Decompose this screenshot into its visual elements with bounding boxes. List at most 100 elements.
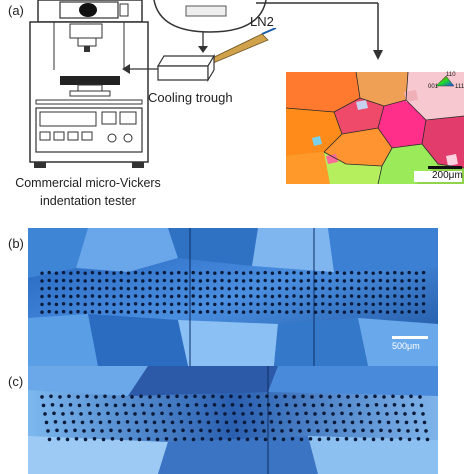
- indent-mark: [355, 394, 359, 399]
- indent-mark: [378, 309, 383, 314]
- indent-mark: [191, 270, 195, 275]
- indent-mark: [306, 309, 311, 314]
- indent-mark: [206, 420, 211, 425]
- indent-mark: [101, 437, 106, 442]
- indent-mark: [260, 420, 265, 425]
- indent-mark: [400, 287, 404, 291]
- indent-mark: [83, 437, 88, 442]
- indent-mark: [357, 287, 361, 291]
- indent-mark: [349, 302, 354, 306]
- indent-mark: [61, 294, 66, 298]
- indent-mark: [321, 309, 325, 314]
- indent-mark: [404, 420, 409, 425]
- indent-mark: [380, 437, 385, 441]
- indent-mark: [322, 411, 326, 416]
- indent-mark: [91, 428, 95, 433]
- indent-mark: [378, 270, 383, 275]
- indent-mark: [119, 302, 123, 306]
- indent-mark: [414, 302, 419, 307]
- indent-mark: [71, 420, 76, 424]
- indent-mark: [364, 302, 368, 306]
- indent-mark: [349, 294, 354, 298]
- indent-mark: [406, 429, 410, 433]
- indent-mark: [85, 394, 89, 399]
- indent-mark: [55, 428, 59, 433]
- indent-mark: [414, 294, 419, 299]
- indent-mark: [250, 411, 254, 416]
- indent-mark: [97, 294, 102, 299]
- indent-mark: [295, 412, 299, 416]
- indent-mark: [373, 394, 377, 399]
- indent-mark: [125, 420, 130, 424]
- indent-mark: [83, 294, 87, 299]
- indent-mark: [377, 420, 382, 424]
- indent-mark: [270, 294, 275, 299]
- indent-mark: [374, 403, 379, 407]
- indent-mark: [185, 403, 190, 408]
- indent-mark: [80, 420, 85, 425]
- indent-mark: [407, 437, 412, 442]
- indent-mark: [199, 428, 203, 433]
- indent-mark: [393, 278, 397, 283]
- indent-mark: [370, 429, 374, 433]
- indent-mark: [67, 394, 71, 399]
- indent-mark: [285, 271, 289, 275]
- indent-mark: [110, 437, 115, 441]
- indent-mark: [148, 302, 152, 306]
- indent-mark: [205, 412, 209, 416]
- indent-mark: [162, 309, 167, 314]
- indent-mark: [256, 279, 260, 283]
- indent-mark: [407, 302, 411, 306]
- indent-mark: [385, 271, 390, 275]
- indent-mark: [211, 394, 215, 399]
- indent-mark: [126, 310, 131, 314]
- indent-mark: [47, 278, 51, 283]
- indent-mark: [126, 302, 131, 307]
- indent-mark: [248, 403, 253, 407]
- indent-mark: [342, 302, 347, 307]
- indent-mark: [385, 279, 390, 283]
- indent-mark: [49, 394, 53, 399]
- indent-mark: [146, 437, 151, 441]
- indent-mark: [342, 287, 347, 291]
- indent-mark: [227, 310, 231, 314]
- indent-mark: [44, 420, 49, 425]
- indent-mark: [364, 309, 368, 314]
- indent-mark: [103, 394, 107, 399]
- indent-mark: [410, 403, 415, 407]
- indent-mark: [353, 437, 358, 442]
- indent-mark: [116, 420, 121, 425]
- indent-mark: [205, 270, 210, 275]
- indent-mark: [383, 403, 388, 408]
- indent-mark: [277, 309, 282, 314]
- indent-mark: [141, 294, 145, 299]
- indent-mark: [69, 271, 73, 275]
- indent-mark: [83, 302, 87, 307]
- indent-mark: [385, 302, 390, 307]
- indent-mark: [148, 278, 152, 283]
- indent-mark: [173, 437, 178, 442]
- indent-mark: [285, 310, 289, 314]
- indent-mark: [141, 279, 145, 283]
- indent-mark: [263, 309, 267, 314]
- indent-mark: [313, 412, 317, 416]
- indent-mark: [169, 302, 174, 307]
- indent-mark: [83, 310, 87, 314]
- indent-mark: [213, 310, 217, 314]
- indent-mark: [169, 412, 173, 416]
- indent-mark: [376, 411, 380, 416]
- indent-mark: [227, 271, 231, 275]
- indent-mark: [162, 278, 167, 283]
- indent-mark: [227, 437, 232, 442]
- indent-mark: [133, 309, 138, 314]
- indent-mark: [306, 286, 311, 290]
- indent-mark: [313, 271, 318, 275]
- indent-mark: [393, 286, 397, 290]
- indent-mark: [54, 294, 59, 299]
- indent-mark: [371, 294, 375, 299]
- indent-mark: [74, 437, 79, 441]
- indent-mark: [270, 302, 275, 307]
- indent-mark: [177, 278, 181, 283]
- indent-mark: [393, 302, 397, 306]
- indent-mark: [270, 310, 275, 314]
